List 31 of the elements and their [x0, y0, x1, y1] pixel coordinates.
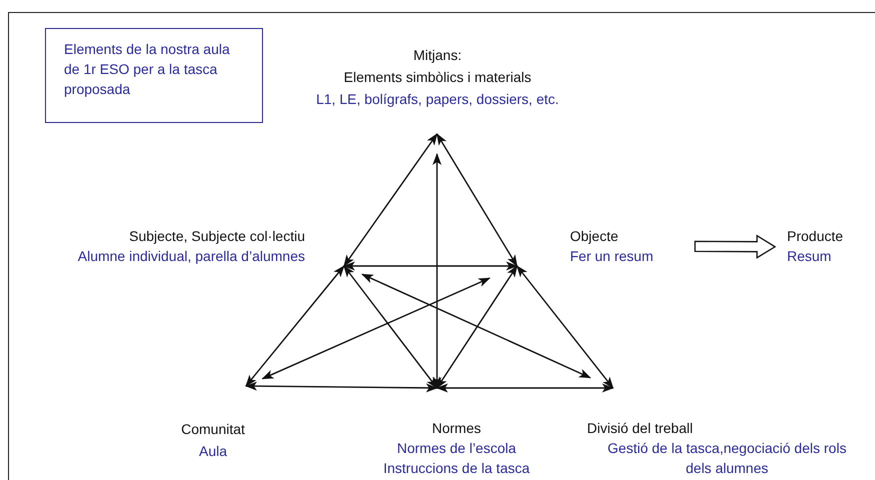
double-headed-arrow — [262, 277, 491, 380]
node-description: Elements simbòlics i materials — [342, 68, 532, 87]
node-description: Fer un resum — [570, 247, 654, 266]
node-description: Aula — [198, 442, 228, 461]
double-headed-arrow — [343, 265, 438, 389]
node-description: Resum — [787, 247, 832, 266]
note-box — [45, 28, 263, 123]
double-headed-arrow — [436, 133, 518, 267]
double-headed-arrow — [432, 153, 442, 389]
node-heading: Subjecte, Subjecte col·lectiu — [128, 227, 305, 246]
node-description: Instruccions de la tasca — [382, 459, 531, 478]
double-headed-arrow — [245, 382, 438, 392]
double-headed-arrow — [361, 274, 592, 378]
node-description: Gestió de la tasca,negociació dels rols dels alumnes — [606, 439, 848, 478]
node-heading: Producte — [787, 227, 844, 246]
double-headed-arrow — [343, 262, 518, 270]
node-heading: Normes — [430, 419, 482, 438]
node-heading: Objecte — [570, 227, 620, 246]
note-text: Elements de la nostra aula de 1r ESO per a la tasca proposada — [64, 40, 231, 99]
node-description: Alumne individual, parella d’alumnes — [76, 247, 305, 266]
double-headed-arrow — [436, 384, 614, 392]
node-description: Normes de l’escola — [396, 439, 518, 458]
node-heading: Comunitat — [180, 420, 246, 439]
double-headed-arrow — [516, 265, 614, 389]
double-headed-arrow — [436, 265, 518, 389]
double-headed-arrow — [245, 265, 345, 387]
node-heading: Mitjans: — [412, 46, 463, 65]
double-headed-arrow — [343, 133, 438, 267]
node-description: L1, LE, bolígrafs, papers, dossiers, etc. — [315, 90, 560, 109]
block-arrow — [694, 234, 776, 259]
node-heading: Divisió del treball — [587, 419, 694, 438]
